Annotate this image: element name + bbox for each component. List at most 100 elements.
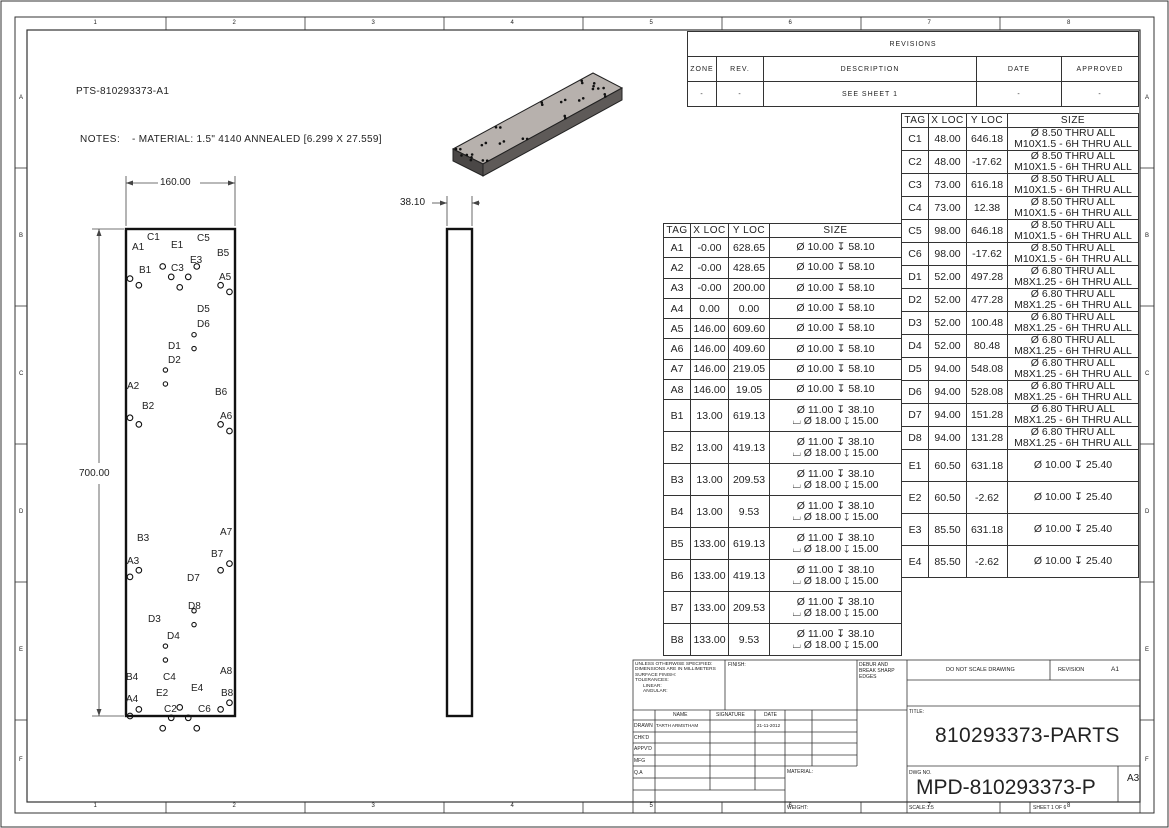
notes-label: NOTES: [80, 134, 121, 145]
revisions-table: REVISIONS ZONE REV. DESCRIPTION DATE APP… [687, 31, 1139, 107]
size-line-1: Ø 10.00 ↧ 25.40 [1033, 491, 1113, 504]
size-line-1: Ø 10.00 ↧ 25.40 [1033, 523, 1113, 536]
drawing-title: 810293373-PARTS [935, 724, 1120, 747]
width-dimension: 160.00 [160, 177, 191, 188]
hole-c2 [159, 724, 167, 732]
zone-column-top: 2 [232, 20, 236, 26]
hole-d2 [162, 381, 169, 387]
cell-y: 528.08 [966, 380, 1008, 404]
iso-hole-b8 [481, 159, 485, 162]
front-view-label: A1 [132, 242, 145, 253]
notes-material: - MATERIAL: 1.5" 4140 ANNEALED [6.299 X … [132, 134, 382, 145]
iso-hole-d4 [480, 143, 484, 147]
front-view-label: A5 [219, 272, 232, 283]
hole-d5 [191, 331, 197, 338]
iso-hole-c1 [592, 82, 596, 85]
size-line-2: M8X1.25 - 6H THRU ALL [1014, 299, 1132, 311]
deburr-note: DEBUR AND BREAK SHARP EDGES [859, 662, 895, 680]
cell-x: 133.00 [690, 623, 729, 657]
cell-size: Ø 10.00 ↧ 58.10 [769, 277, 902, 299]
zone-row-right: F [1145, 757, 1149, 763]
size-line-2: ⌴ Ø 18.00 ↧ 15.00 [792, 446, 879, 459]
rev-header-approved: APPROVED [1061, 56, 1139, 82]
zone-column-bottom: 8 [1067, 803, 1071, 809]
front-view-label: C3 [171, 263, 184, 274]
deburr-line-3: EDGES [859, 674, 877, 680]
cell-y: 477.28 [966, 288, 1008, 312]
table-b-header-size: SIZE [1007, 113, 1139, 128]
size-line-1: Ø 6.80 THRU ALL [1030, 288, 1116, 300]
zone-row-left: F [19, 757, 23, 763]
table-b-header-xloc: X LOC [928, 113, 967, 128]
cell-size: Ø 10.00 ↧ 58.10 [769, 257, 902, 279]
size-line-1: Ø 10.00 ↧ 58.10 [796, 322, 875, 335]
cell-tag: B4 [663, 495, 691, 529]
cell-tag: B5 [663, 527, 691, 561]
revision-label: REVISION [1058, 667, 1085, 673]
cell-y: 209.53 [728, 463, 770, 497]
hole-a5 [226, 288, 233, 296]
front-view-label: E3 [190, 255, 203, 266]
size-line-2: M10X1.5 - 6H THRU ALL [1014, 138, 1132, 150]
cell-size: Ø 11.00 ↧ 38.10⌴ Ø 18.00 ↧ 15.00 [769, 399, 902, 433]
revisions-title: REVISIONS [687, 31, 1139, 57]
table-a-header-xloc: X LOC [690, 223, 729, 238]
front-view-label: B1 [139, 265, 152, 276]
cell-y: 9.53 [728, 495, 770, 529]
iso-hole-a8 [485, 159, 489, 162]
iso-hole-a4 [454, 147, 458, 151]
zone-row-left: A [19, 95, 24, 101]
zone-row-right: C [1145, 371, 1150, 377]
row-qa: Q.A [634, 770, 643, 776]
cell-tag: E1 [901, 448, 929, 483]
size-line-2: M10X1.5 - 6H THRU ALL [1014, 184, 1132, 196]
cell-y: 219.05 [728, 358, 770, 381]
iso-hole-d8 [498, 142, 502, 145]
rev-header-description: DESCRIPTION [763, 56, 977, 82]
hole-a8 [226, 699, 233, 707]
hole-a4 [126, 712, 134, 720]
front-view-label: B3 [137, 533, 150, 544]
front-view-label: D2 [168, 355, 181, 366]
front-view-label: B8 [221, 688, 234, 699]
rev-header-zone: ZONE [687, 56, 717, 82]
drawing-number: MPD-810293373-P [916, 776, 1096, 799]
revision-value: A1 [1111, 666, 1119, 673]
deburr-line-1: DEBUR AND [859, 662, 889, 668]
cell-y: 12.38 [966, 196, 1008, 220]
cell-y: 548.08 [966, 357, 1008, 381]
cell-size: Ø 10.00 ↧ 58.10 [769, 236, 902, 259]
cell-x: 52.00 [928, 311, 967, 335]
cell-x: 146.00 [690, 358, 729, 381]
deburr-line-2: BREAK SHARP [859, 668, 895, 674]
date-header: DATE [764, 712, 777, 718]
zone-column-top: 3 [371, 20, 375, 26]
cell-x: 146.00 [690, 318, 729, 340]
iso-hole-c6 [469, 158, 473, 162]
hole-a3 [126, 573, 134, 581]
material-label: MATERIAL: [787, 769, 814, 775]
front-view-label: D1 [168, 341, 181, 352]
cell-tag: B8 [663, 623, 691, 657]
front-view-label: C1 [147, 232, 160, 243]
size-line-2: M10X1.5 - 6H THRU ALL [1014, 161, 1132, 173]
hole-e1 [167, 273, 175, 281]
hole-a7 [226, 560, 233, 567]
cell-y: 9.53 [728, 623, 770, 657]
table-a-header-size: SIZE [769, 223, 902, 238]
